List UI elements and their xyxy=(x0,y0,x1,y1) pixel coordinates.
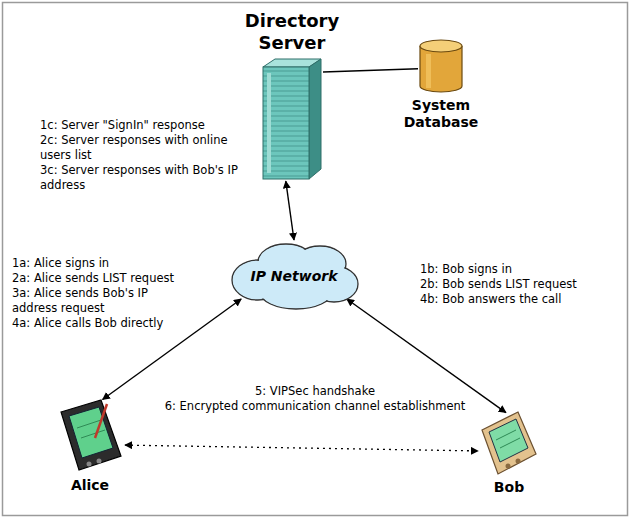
step-text: 3a: Alice sends Bob's IP address request xyxy=(10,286,186,316)
step-text: 3c: Server responses with Bob's IP addre… xyxy=(38,163,252,193)
database-cylinder xyxy=(418,38,464,94)
step-text: 4a: Alice calls Bob directly xyxy=(10,316,165,331)
pda-device xyxy=(55,398,125,474)
step-text: 6: Encrypted communication channel estab… xyxy=(163,399,468,414)
step-list: 5: VIPSec handshake6: Encrypted communic… xyxy=(150,384,480,414)
step-text: 1b: Bob signs in xyxy=(418,262,514,277)
node-label: System Database xyxy=(395,97,487,131)
node-label: Directory Server xyxy=(237,10,347,53)
step-text: 1c: Server "SignIn" response xyxy=(38,118,207,133)
network-cloud-node: IP Network xyxy=(228,240,360,312)
node-label: Bob xyxy=(474,479,544,496)
node-label: Alice xyxy=(50,477,130,494)
step-text: 4b: Bob answers the call xyxy=(418,292,564,307)
encrypted-link xyxy=(125,445,478,451)
step-text: 2b: Bob sends LIST request xyxy=(418,277,579,292)
step-text: 2a: Alice sends LIST request xyxy=(10,271,176,286)
node-label: IP Network xyxy=(234,268,354,285)
step-list: 1c: Server "SignIn" response2c: Server r… xyxy=(38,118,248,193)
pda-device xyxy=(478,410,540,476)
step-list: 1a: Alice signs in2a: Alice sends LIST r… xyxy=(10,256,182,331)
network-link xyxy=(323,69,418,72)
pda-device-node: Bob xyxy=(474,410,544,496)
step-text: 1a: Alice signs in xyxy=(10,256,111,271)
database-cylinder-node: System Database xyxy=(395,38,487,131)
frame-border xyxy=(3,3,628,516)
server-tower xyxy=(261,57,323,181)
step-text: 2c: Server responses with online users l… xyxy=(38,133,252,163)
step-text: 5: VIPSec handshake xyxy=(253,384,377,399)
step-list: 1b: Bob signs in2b: Bob sends LIST reque… xyxy=(418,262,624,307)
network-link xyxy=(286,181,294,240)
pda-device-node: Alice xyxy=(50,398,130,494)
